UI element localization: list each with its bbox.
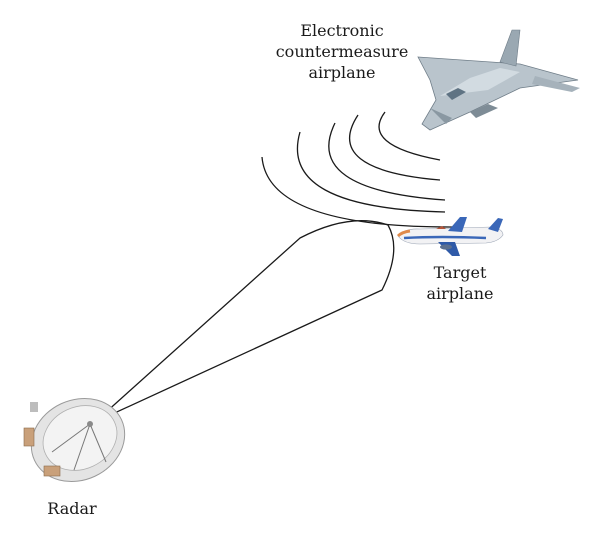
ecm-label-line-2: countermeasure	[275, 42, 409, 61]
radar-label-text: Radar	[47, 499, 97, 518]
radar-beam	[94, 220, 395, 423]
ecm-airplane-label: Electronic countermeasure airplane	[262, 20, 422, 83]
jamming-wave-3	[328, 122, 446, 201]
airliner-icon	[396, 217, 504, 256]
radar-dish-icon	[23, 397, 126, 483]
radar-label: Radar	[32, 498, 112, 519]
target-label-line-2: airplane	[426, 284, 494, 303]
ecm-label-line-3: airplane	[308, 63, 376, 82]
jamming-waves	[261, 111, 456, 228]
target-label-line-1: Target	[433, 263, 487, 282]
jamming-wave-4	[296, 131, 446, 213]
target-airplane-label: Target airplane	[410, 262, 510, 304]
jamming-wave-2	[348, 114, 441, 181]
ecm-label-line-1: Electronic	[300, 21, 384, 40]
jamming-wave-5	[261, 156, 456, 228]
fighter-jet-icon	[417, 29, 580, 131]
jamming-wave-1	[378, 111, 441, 161]
